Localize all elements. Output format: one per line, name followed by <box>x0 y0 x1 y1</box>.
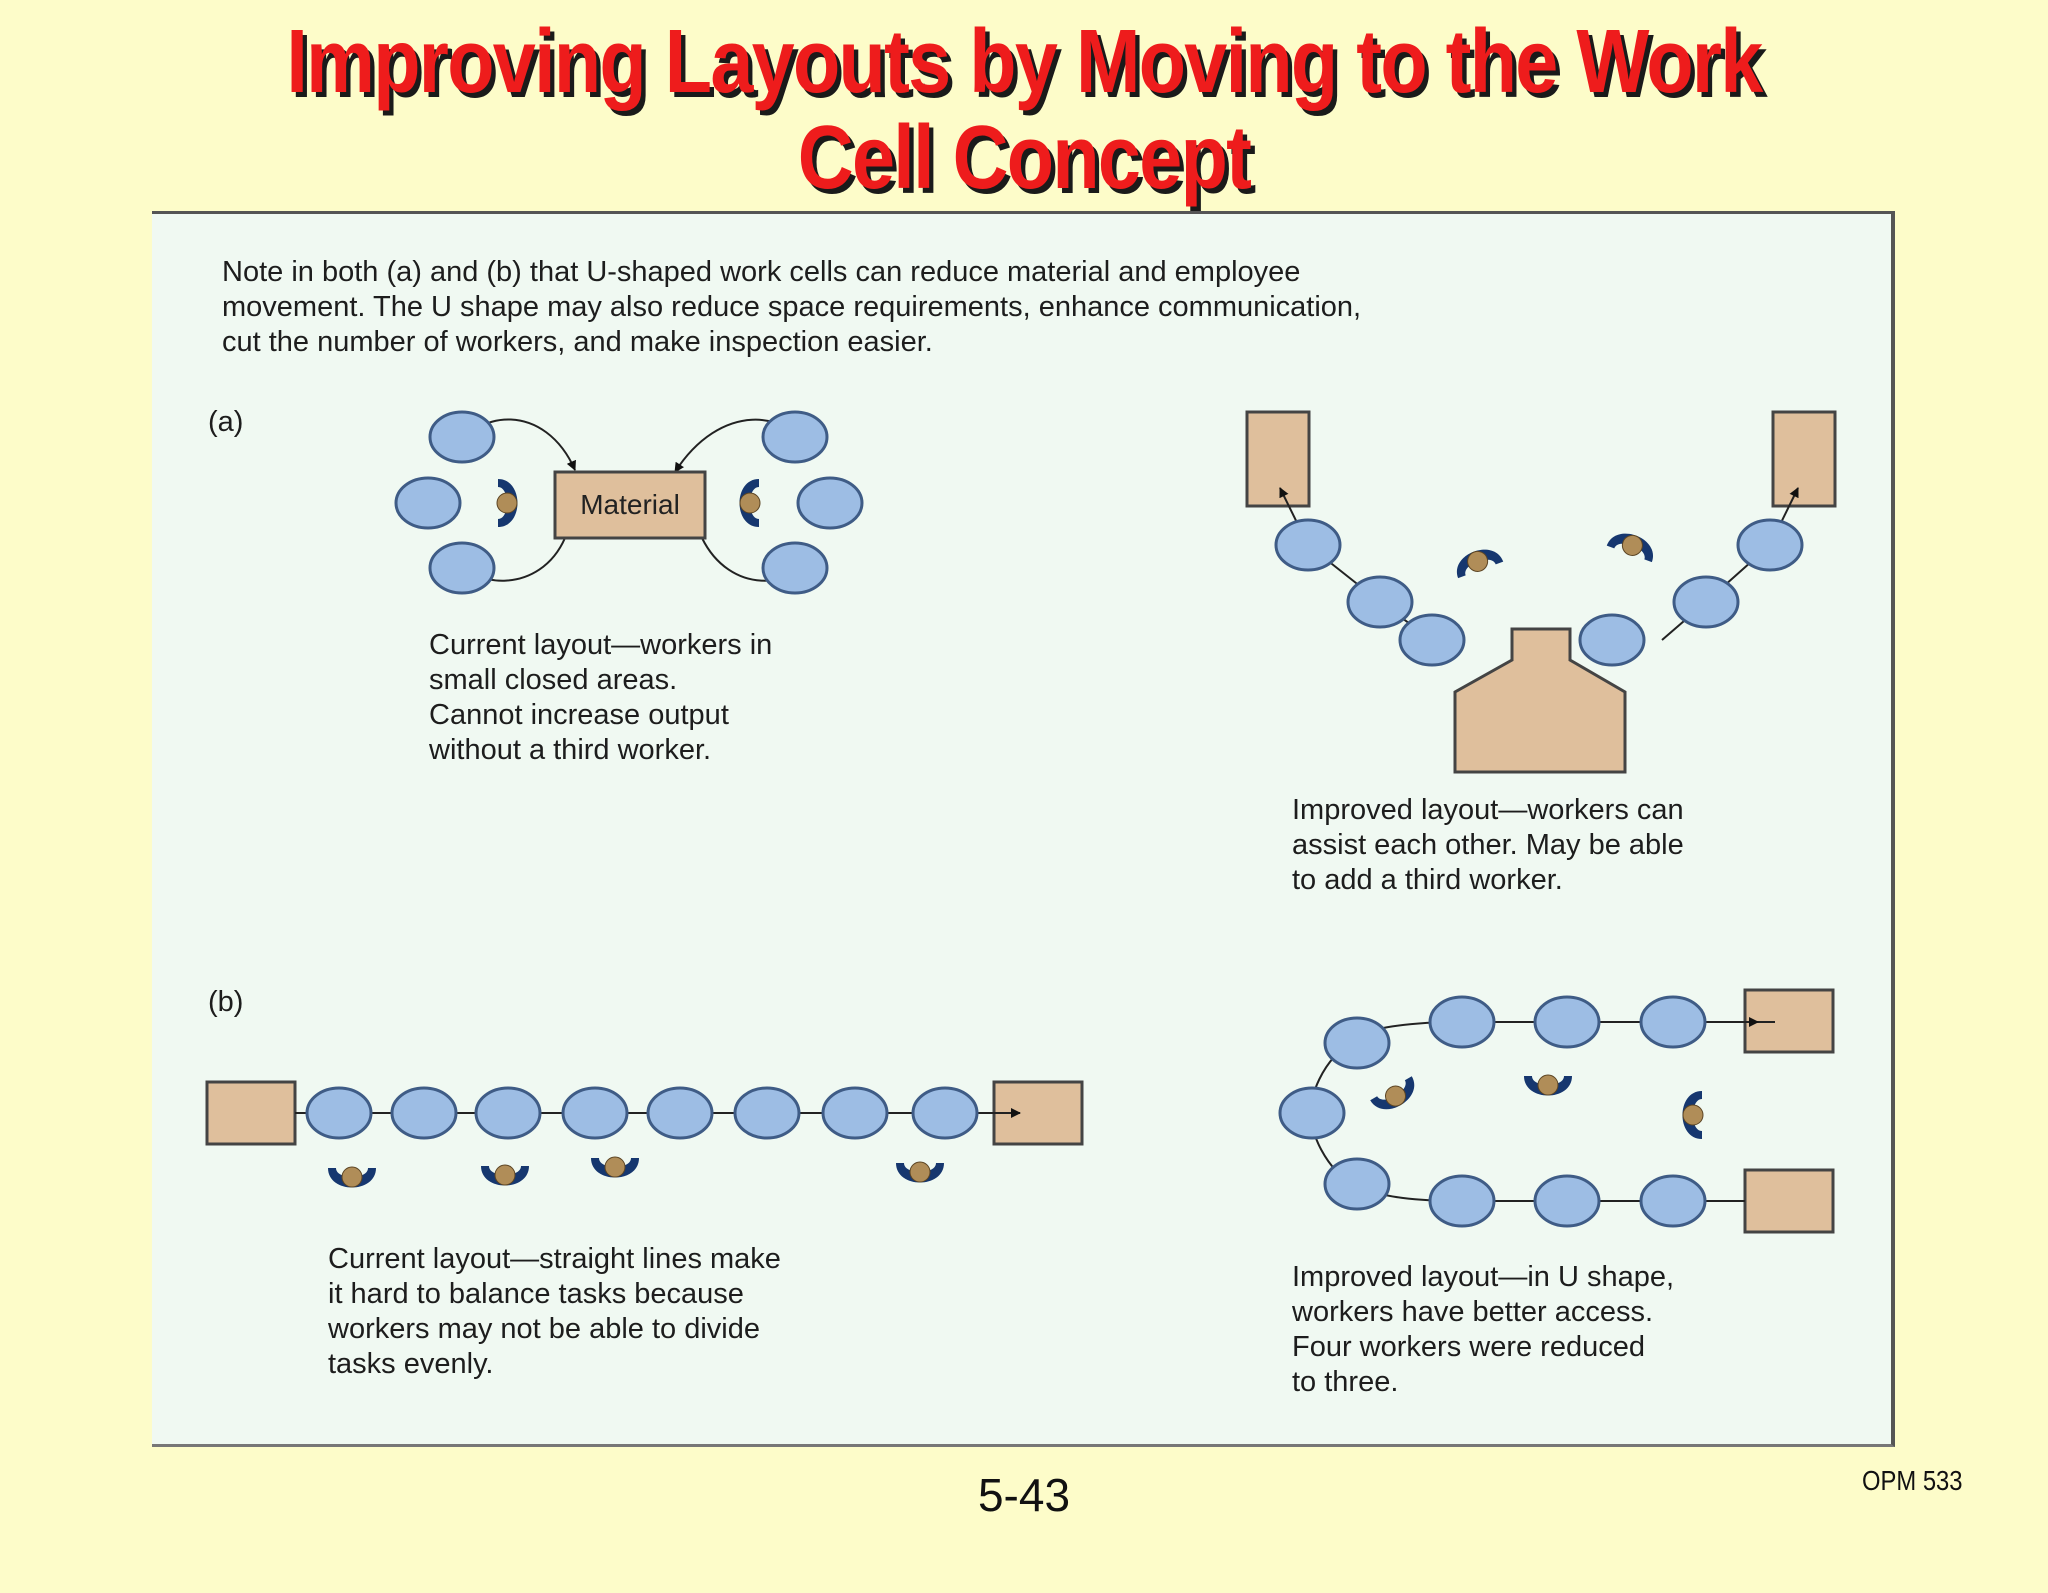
station <box>761 541 829 595</box>
station <box>1428 995 1496 1049</box>
worker-icon <box>1370 1076 1415 1110</box>
section-b-label: (b) <box>208 986 244 1018</box>
worker-icon <box>481 1164 529 1186</box>
a-improved-layout-diagram <box>1245 410 1837 774</box>
worker-icon <box>896 1161 944 1183</box>
station <box>305 1086 373 1140</box>
station <box>1323 1157 1391 1211</box>
station <box>761 410 829 464</box>
a-current-layout-diagram: Material <box>394 410 864 595</box>
worker-icon <box>1524 1074 1572 1096</box>
station <box>733 1086 801 1140</box>
title-line-1: Improving Layouts by Moving to the Work <box>286 12 1763 112</box>
station <box>561 1086 629 1140</box>
station <box>1398 613 1466 667</box>
station <box>428 410 496 464</box>
b-improved-caption: Improved layout—in U shape, workers have… <box>1292 1261 1675 1398</box>
material-box <box>553 470 707 540</box>
worker-icon <box>591 1156 639 1178</box>
worker-icon <box>496 479 518 527</box>
station <box>1533 1174 1601 1228</box>
material-bin <box>1771 410 1837 508</box>
station <box>1533 995 1601 1049</box>
worker-icon <box>1606 533 1654 563</box>
b-improved-layout-diagram <box>1278 988 1835 1234</box>
worker-icon <box>1456 549 1504 579</box>
station <box>1672 575 1740 629</box>
station <box>1639 995 1707 1049</box>
material-label: Material <box>580 489 680 520</box>
b-current-caption: Current layout—straight lines make it ha… <box>328 1243 781 1380</box>
station <box>1639 1174 1707 1228</box>
station <box>1274 518 1342 572</box>
material-bin <box>1245 410 1311 508</box>
worker-icon <box>328 1166 376 1188</box>
station <box>474 1086 542 1140</box>
station <box>646 1086 714 1140</box>
course-code: OPM 533 <box>1862 1465 1963 1496</box>
slide-title: Improving Layouts by Moving to the Work … <box>143 14 1904 206</box>
station <box>796 476 864 530</box>
station <box>394 476 462 530</box>
station <box>428 541 496 595</box>
section-a-label: (a) <box>208 406 244 438</box>
station <box>911 1086 979 1140</box>
station <box>1323 1016 1391 1070</box>
b-current-layout-diagram <box>205 1080 1084 1188</box>
station <box>1346 575 1414 629</box>
worker-icon <box>1682 1091 1704 1139</box>
station <box>1736 518 1804 572</box>
station <box>821 1086 889 1140</box>
a-current-caption: Current layout—workers in small closed a… <box>429 629 773 766</box>
station <box>390 1086 458 1140</box>
material-bin <box>1743 1168 1835 1234</box>
material-bin <box>205 1080 297 1146</box>
station <box>1428 1174 1496 1228</box>
station <box>1578 613 1646 667</box>
material-table <box>1453 627 1627 774</box>
title-line-2: Cell Concept <box>797 108 1252 208</box>
page-number: 5-43 <box>977 1469 1071 1521</box>
intro-note: Note in both (a) and (b) that U-shaped w… <box>222 256 1362 358</box>
station <box>1278 1086 1346 1140</box>
a-improved-caption: Improved layout—workers can assist each … <box>1292 794 1684 896</box>
worker-icon <box>739 479 761 527</box>
